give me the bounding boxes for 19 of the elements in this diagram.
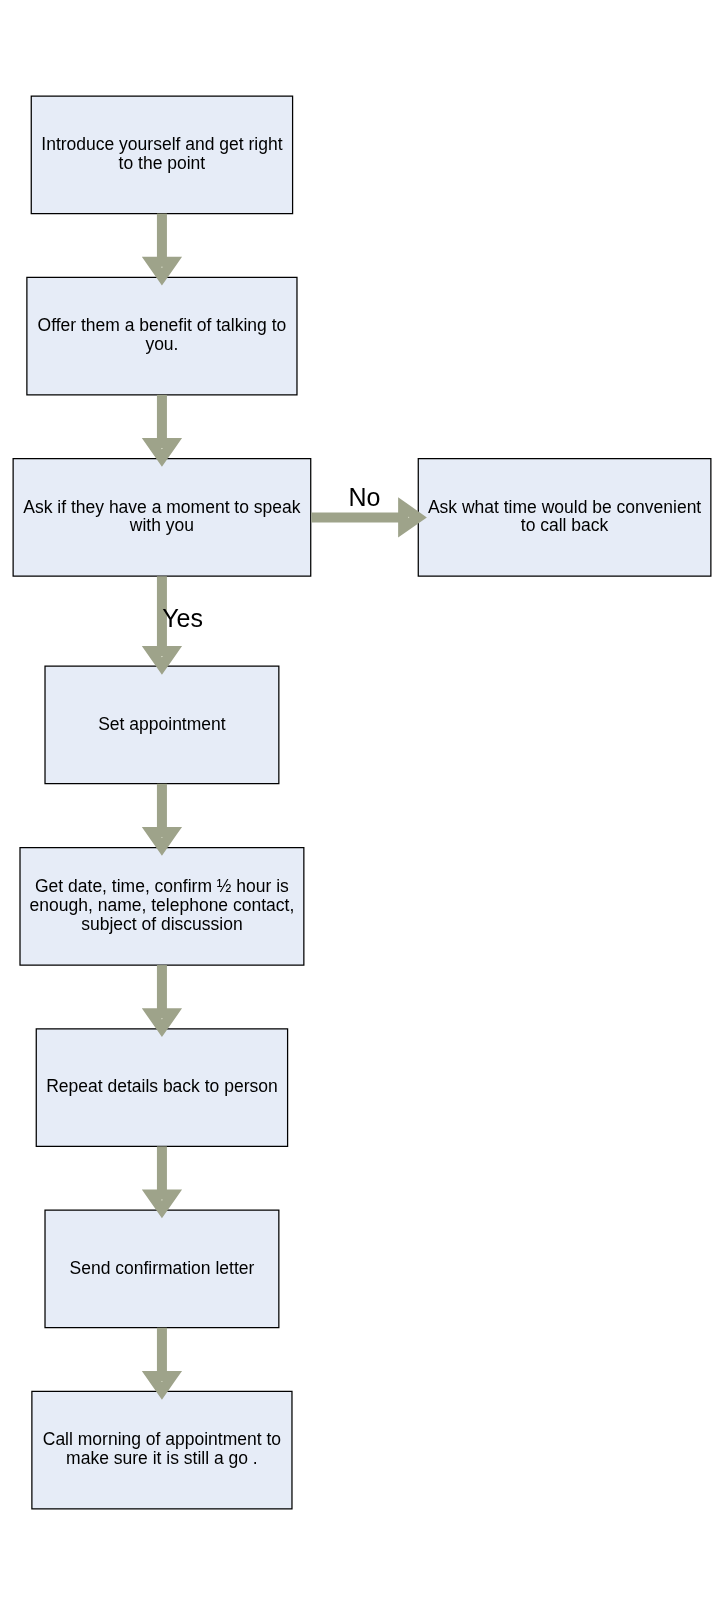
node-box: Introduce yourself and get right to the point — [30, 94, 294, 214]
node-box: Ask if they have a moment to speak with you — [12, 457, 312, 577]
edge-label: Yes — [162, 603, 203, 632]
node-box: Ask what time would be convenient to call back — [417, 457, 712, 577]
node-box: Repeat details back to person — [35, 1027, 289, 1147]
arrow — [141, 964, 183, 1037]
arrow — [141, 1145, 183, 1218]
arrow — [311, 496, 427, 537]
node-box: Offer them a benefit of talking to you. — [26, 276, 298, 395]
arrow — [141, 783, 183, 856]
node-box: Call morning of appointment to make sure it is still a go . — [31, 1390, 293, 1510]
arrow — [141, 394, 183, 467]
arrow — [141, 1327, 183, 1400]
node-box: Get date, time, confirm ½ hour is enough, name, telephone contact, subject of discussion — [19, 846, 305, 966]
arrow — [141, 575, 183, 675]
arrow — [141, 213, 183, 285]
edge-label: No — [348, 482, 381, 511]
node-box: Send confirmation letter — [44, 1209, 280, 1328]
node-box: Set appointment — [44, 665, 280, 784]
